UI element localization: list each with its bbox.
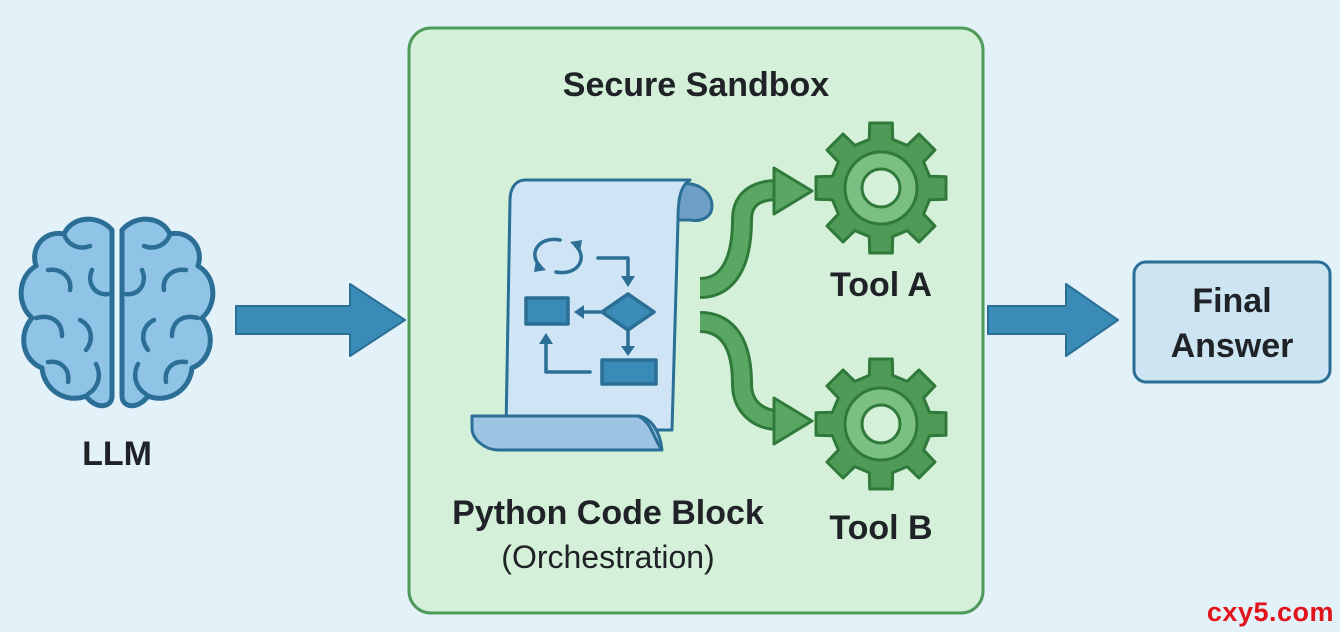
- sandbox-title: Secure Sandbox: [563, 66, 830, 104]
- arrow-code-to-tool-b: [698, 311, 814, 446]
- code-block-title: Python Code Block: [452, 494, 764, 532]
- gear-hole: [860, 167, 902, 209]
- gear-icon-tool-a: [814, 121, 948, 255]
- arrow-code-to-tool-a: [698, 166, 814, 299]
- arrow-sandbox-to-final: [987, 283, 1119, 357]
- final-answer-line1: Final: [1192, 282, 1271, 320]
- code-block-subtitle: (Orchestration): [501, 539, 714, 575]
- final-answer-box: [1132, 260, 1332, 384]
- gear-hole: [860, 403, 902, 445]
- brain-folds: [33, 231, 201, 397]
- tool-b-label: Tool B: [829, 509, 932, 547]
- arrow-llm-to-sandbox: [235, 283, 406, 357]
- watermark-text: cxy5.com: [1206, 597, 1334, 627]
- brain-icon: [18, 216, 216, 409]
- final-answer-line2: Answer: [1171, 327, 1294, 365]
- flowchart-icon: [524, 237, 658, 386]
- tool-a-label: Tool A: [830, 266, 932, 304]
- gear-icon-tool-b: [814, 357, 948, 491]
- llm-label: LLM: [82, 435, 152, 473]
